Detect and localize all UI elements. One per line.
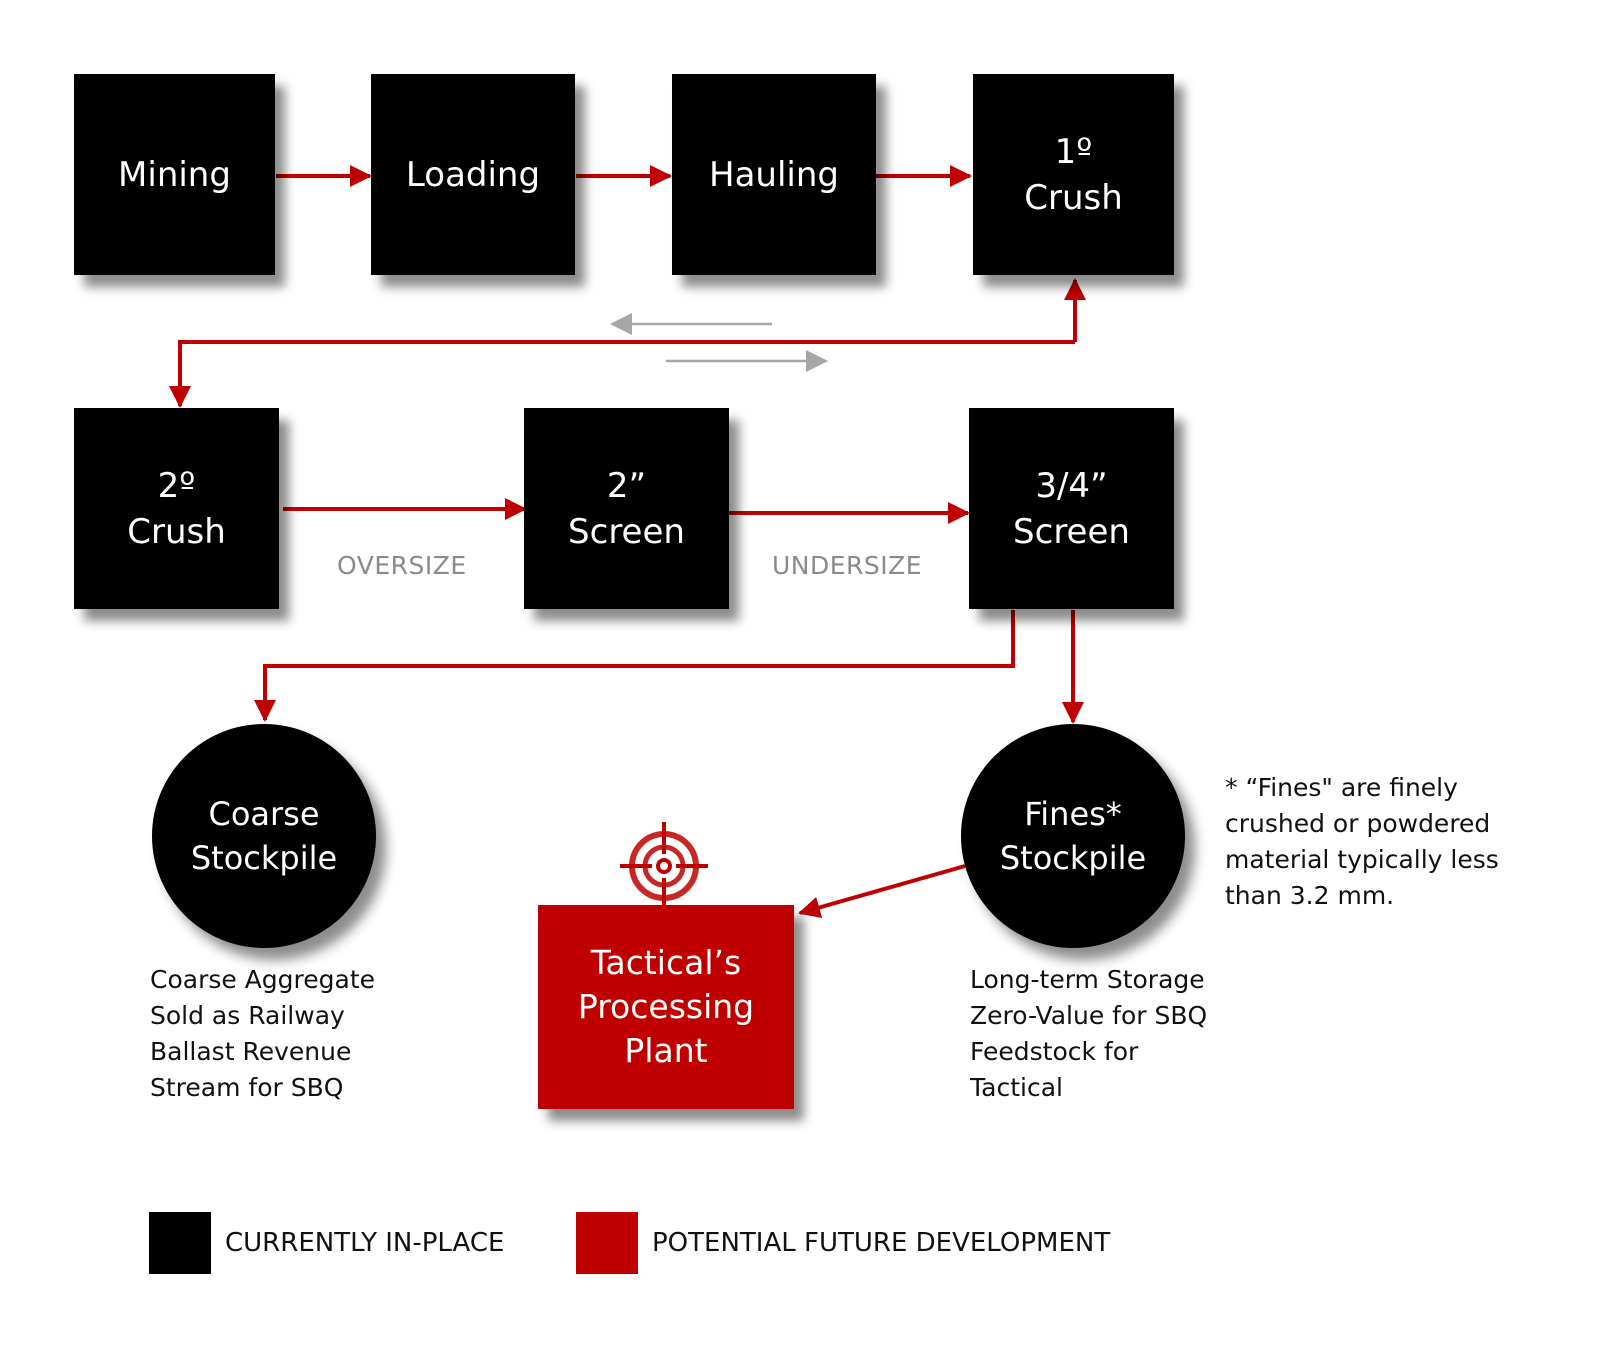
legend-label-in-place: CURRENTLY IN-PLACE [225,1228,505,1258]
arrow-loop-to-secondary-crush [169,340,1075,408]
mining-box: Mining [74,74,275,275]
fines-footnote: * “Fines" are finely crushed or powdered… [1225,773,1499,910]
mining-label: Mining [118,154,231,195]
legend-swatch-in-place [149,1212,211,1274]
undersize-label: UNDERSIZE [772,551,923,580]
fines-stockpile-label: Fines* Stockpile [999,795,1147,877]
loading-box: Loading [371,74,575,275]
screen-2in-label: 2” Screen [568,465,685,552]
screen-34in-label: 3/4” Screen [1013,465,1130,552]
secondary-crush-box: 2º Crush [74,408,279,609]
legend-swatch-future [576,1212,638,1274]
crosshair-target-icon [620,822,708,910]
fines-stockpile: Fines* Stockpile [961,724,1185,948]
oversize-label: OVERSIZE [337,551,467,580]
arrow-fines-to-plant [798,864,966,919]
coarse-note: Coarse Aggregate Sold as Railway Ballast… [150,965,376,1102]
legend-label-future: POTENTIAL FUTURE DEVELOPMENT [652,1228,1111,1258]
primary-crush-box: 1º Crush [973,74,1174,275]
primary-crush-label: 1º Crush [1024,131,1123,218]
screen-2in-box: 2” Screen [524,408,729,609]
hauling-label: Hauling [709,154,839,195]
processing-plant-box: Tactical’s Processing Plant [538,905,794,1109]
processing-plant-label: Tactical’s Processing Plant [577,943,755,1070]
loading-label: Loading [405,154,541,195]
screen-34in-box: 3/4” Screen [969,408,1174,609]
coarse-stockpile-label: Coarse Stockpile [190,795,338,877]
coarse-stockpile: Coarse Stockpile [152,724,376,948]
secondary-crush-label: 2º Crush [127,465,226,552]
hauling-box: Hauling [672,74,876,275]
arrow-to-coarse-stockpile [254,610,1015,722]
fines-note: Long-term Storage Zero-Value for SBQ Fee… [970,965,1208,1102]
